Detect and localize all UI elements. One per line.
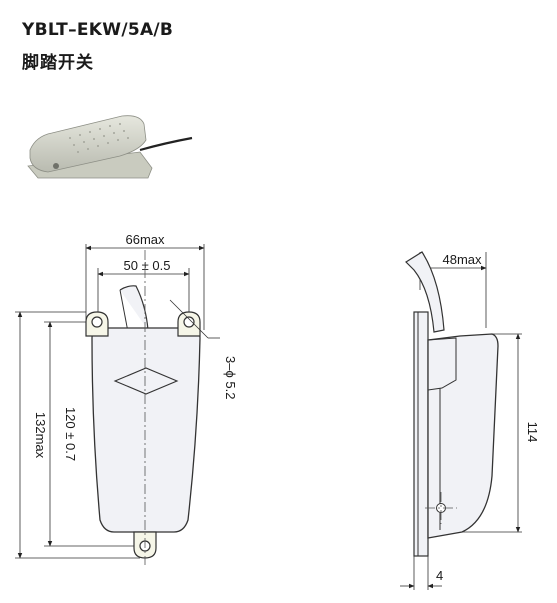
diamond-mark [113, 367, 179, 395]
front-view: 66max 50 ± 0.5 3–ϕ 5.2 132max [15, 232, 238, 565]
dim-side-depth: 48max [442, 252, 482, 267]
mount-hole-right [183, 316, 195, 328]
side-body [427, 333, 499, 539]
side-base [413, 311, 429, 557]
side-view: 48max 114 4 [400, 251, 540, 590]
product-photo [27, 115, 193, 179]
dim-hole-height: 120 ± 0.7 [63, 407, 78, 461]
dim-holes: 3–ϕ 5.2 [223, 356, 238, 399]
dim-hole-spacing: 50 ± 0.5 [124, 258, 171, 273]
product-name: 脚踏开关 [22, 53, 94, 73]
mount-hole-left [91, 316, 103, 328]
dim-width-max: 66max [125, 232, 165, 247]
dim-side-height: 114 [525, 422, 540, 443]
dim-height-max: 132max [33, 412, 48, 459]
dim-base-thickness: 4 [436, 568, 443, 583]
front-body [91, 327, 201, 533]
model-title: YBLT–EKW/5A/B [22, 20, 174, 40]
